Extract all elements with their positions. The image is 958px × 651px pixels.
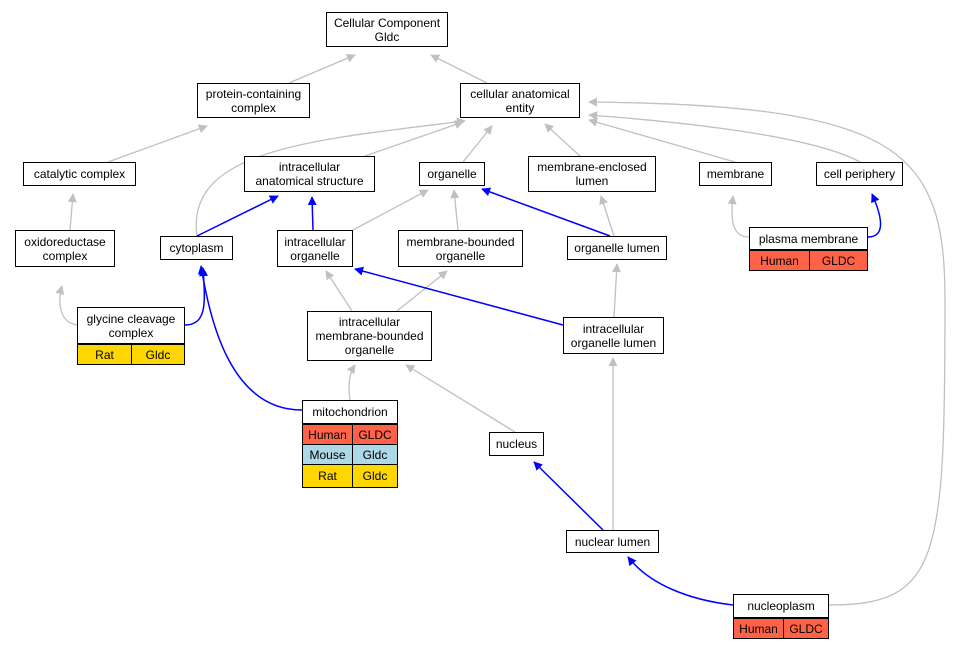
edge-imbo-to-io-is-a <box>325 270 353 312</box>
node-nucleus[interactable]: nucleus <box>489 432 544 456</box>
node-intracellular-membrane-bounded-organelle[interactable]: intracellular membrane-bounded organelle <box>307 311 432 361</box>
edge-np-to-nl-part-of <box>627 556 734 606</box>
node-membrane-enclosed-lumen[interactable]: membrane-enclosed lumen <box>528 156 656 192</box>
edge-io-to-ias-part-of <box>307 196 317 231</box>
node-oxidoreductase-complex[interactable]: oxidoreductase complex <box>15 230 115 267</box>
badge-species-mouse: Mouse <box>302 444 353 465</box>
edge-ol-to-mel-is-a <box>599 195 615 237</box>
edge-mito-to-imbo-is-a <box>346 364 356 401</box>
badge-species-rat: Rat <box>302 464 353 488</box>
edge-pcc-to-cc-is-a <box>288 54 356 84</box>
edge-iol-to-io-part-of <box>354 266 564 326</box>
edge-cyt-to-ias-part-of <box>196 195 279 237</box>
edge-mito-to-cyt-part-of <box>197 265 303 411</box>
node-cell-periphery[interactable]: cell periphery <box>816 162 903 186</box>
badge-gene: Gldc <box>131 344 185 365</box>
node-plasma-membrane[interactable]: plasma membrane <box>749 227 868 250</box>
edge-cat-to-pcc-is-a <box>107 124 208 163</box>
node-nuclear-lumen[interactable]: nuclear lumen <box>566 530 659 553</box>
edge-mbo-to-org-is-a <box>450 189 460 231</box>
edge-pm-to-cp-part-of <box>867 193 882 238</box>
node-glycine-cleavage-complex[interactable]: glycine cleavage complex <box>77 307 185 344</box>
edge-nuc-to-imbo-is-a <box>405 364 516 433</box>
edge-gcc-to-oxc-is-a <box>55 285 78 326</box>
node-organelle[interactable]: organelle <box>419 162 485 186</box>
node-organelle-lumen[interactable]: organelle lumen <box>567 236 667 260</box>
node-mitochondrion[interactable]: mitochondrion <box>302 400 398 424</box>
edge-oxc-to-cat-is-a <box>67 193 77 231</box>
node-intracellular-organelle[interactable]: intracellular organelle <box>277 230 353 267</box>
badge-gene: Gldc <box>352 444 398 465</box>
node-cellular-anatomical-entity[interactable]: cellular anatomical entity <box>460 83 580 118</box>
edge-gcc-to-cyt-part-of <box>184 267 208 326</box>
badge-gene: GLDC <box>809 250 868 271</box>
edge-np-to-cae-is-a <box>588 97 946 606</box>
node-cellular-component[interactable]: Cellular Component Gldc <box>326 12 448 47</box>
edge-org-to-cae-is-a <box>462 125 493 163</box>
node-protein-containing-complex[interactable]: protein-containing complex <box>197 83 310 118</box>
edge-ol-to-org-part-of <box>481 187 611 237</box>
edge-io-to-org-is-a <box>352 189 429 231</box>
node-catalytic-complex[interactable]: catalytic complex <box>23 162 136 186</box>
edge-pm-to-mem-is-a <box>727 195 750 238</box>
badge-gene: GLDC <box>783 618 829 639</box>
edge-mel-to-cae-is-a <box>544 123 581 157</box>
node-intracellular-anatomical-structure[interactable]: intracellular anatomical structure <box>244 156 375 192</box>
node-intracellular-organelle-lumen[interactable]: intracellular organelle lumen <box>563 317 664 354</box>
node-nucleoplasm[interactable]: nucleoplasm <box>733 594 829 618</box>
badge-species-human: Human <box>749 250 810 271</box>
edge-nl-to-nuc-part-of <box>533 461 604 531</box>
edge-cyt-to-cae-is-a <box>195 117 466 237</box>
node-membrane-bounded-organelle[interactable]: membrane-bounded organelle <box>398 230 523 267</box>
edge-cae-to-cc-is-a <box>430 54 488 84</box>
badge-species-human: Human <box>733 618 784 639</box>
edge-ias-to-cae-is-a <box>364 120 464 157</box>
edge-iol-to-ol-is-a <box>612 263 622 318</box>
badge-gene: Gldc <box>352 464 398 488</box>
badge-species-rat: Rat <box>77 344 132 365</box>
node-cytoplasm[interactable]: cytoplasm <box>160 236 233 260</box>
edge-imbo-to-mbo-is-a <box>396 270 448 312</box>
node-membrane[interactable]: membrane <box>699 162 772 186</box>
badge-gene: GLDC <box>352 424 398 445</box>
edge-mem-to-cae-is-a <box>588 117 736 163</box>
edge-cp-to-cae-is-a <box>588 111 861 163</box>
badge-species-human: Human <box>302 424 353 445</box>
